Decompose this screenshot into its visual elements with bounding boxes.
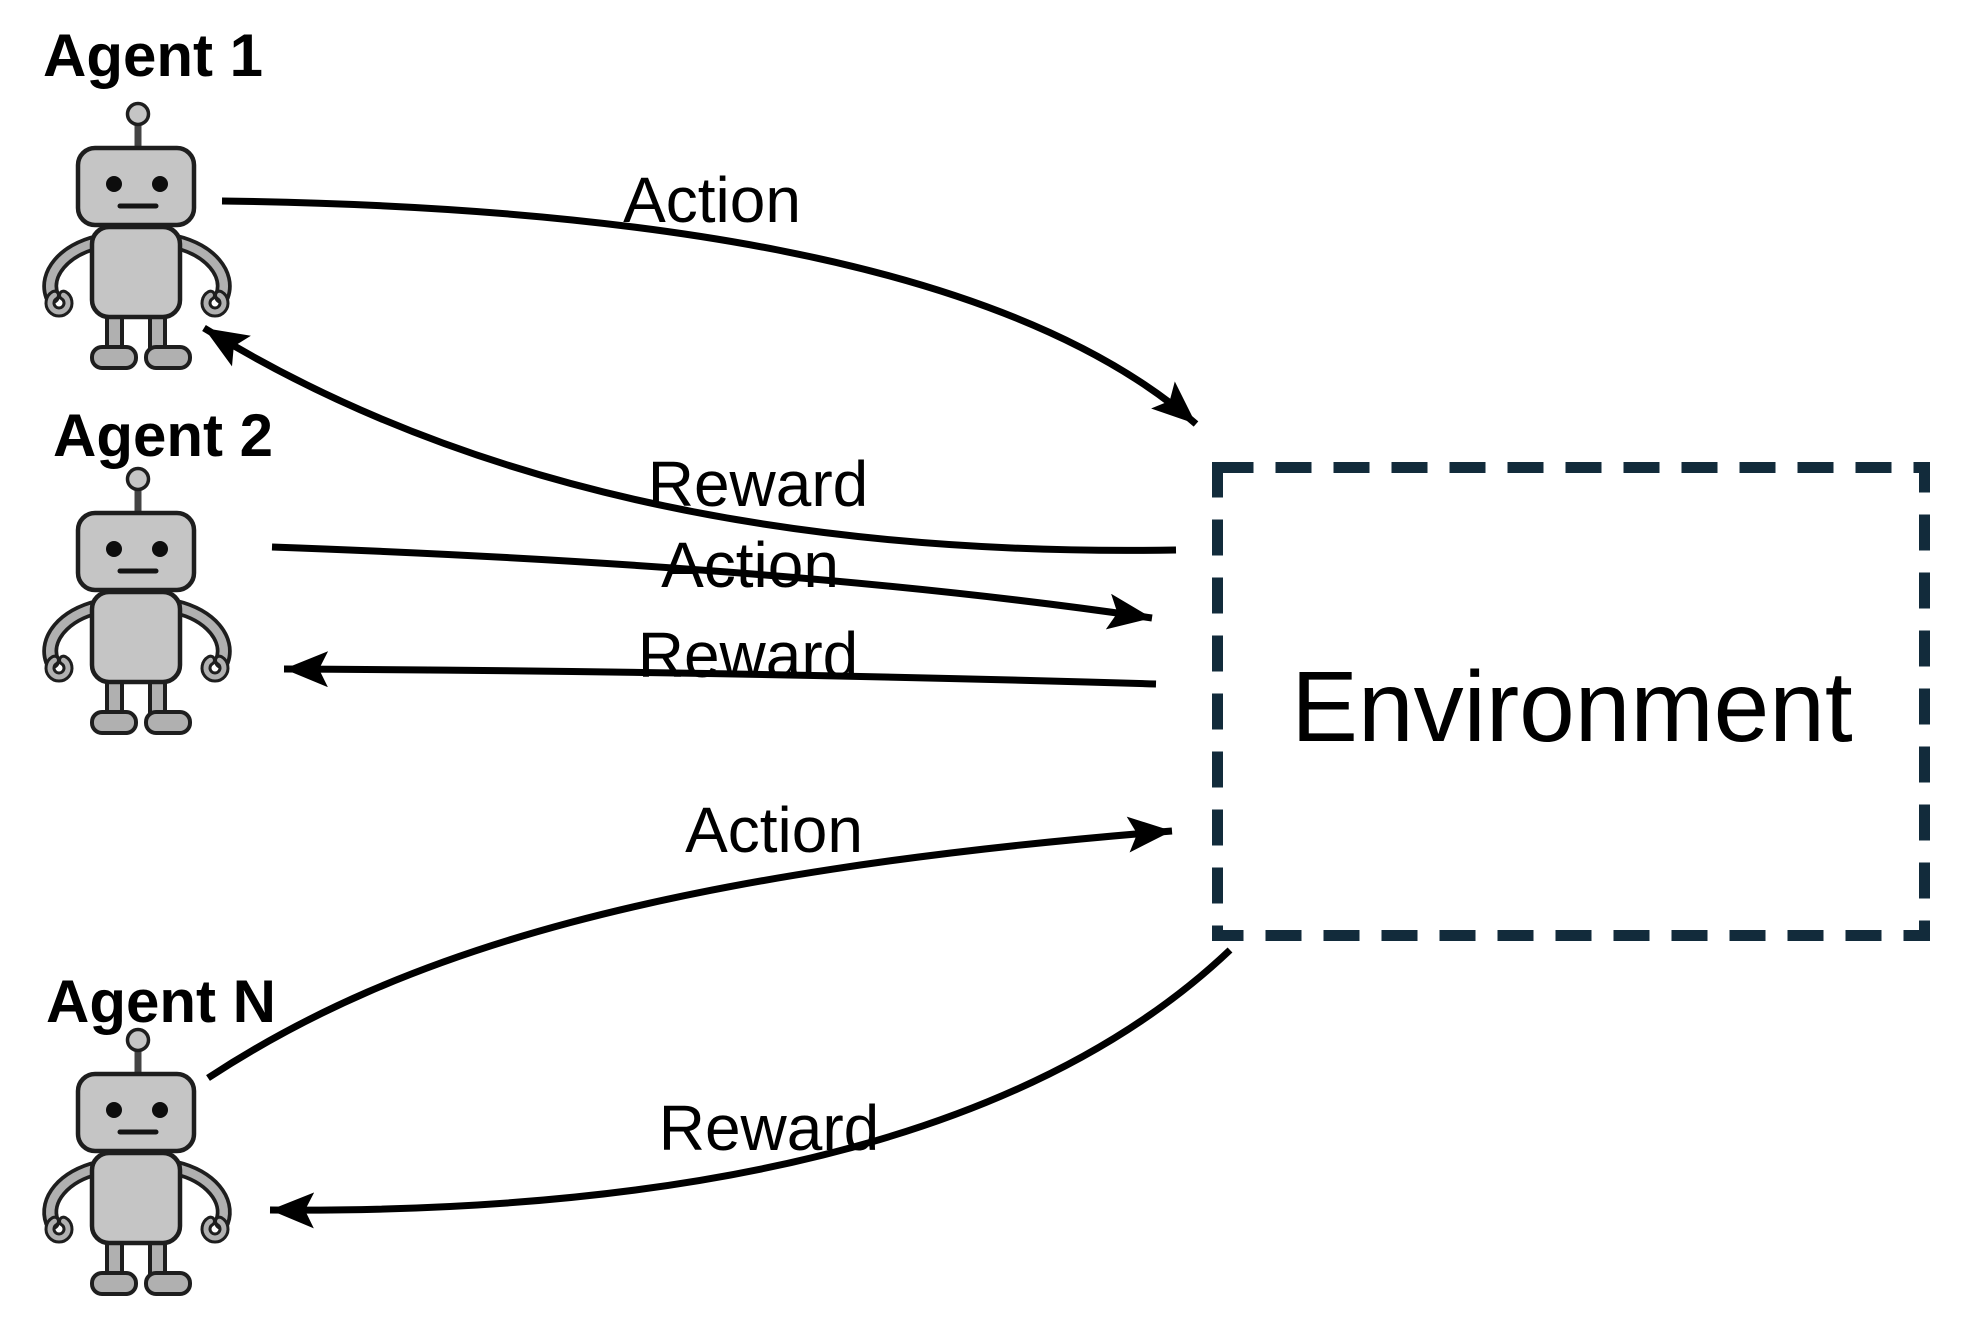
agent1-reward-label: Reward — [648, 448, 869, 520]
robot-icon-agent-1 — [50, 104, 224, 369]
arrow-agent2-reward: Reward — [283, 619, 1157, 691]
agent-1: Agent 1 — [43, 22, 263, 368]
arrow-agentN-reward: Reward — [269, 947, 1233, 1229]
agent2-action-label: Action — [661, 529, 839, 601]
agent-2: Agent 2 — [50, 402, 273, 733]
agent2-action-arrow — [271, 543, 1153, 630]
arrow-agent1-action: Action — [221, 164, 1199, 427]
robot-icon-agent-2 — [50, 469, 224, 734]
agentN-action-arrow — [206, 816, 1173, 1081]
robot-icon-agent-n — [50, 1030, 224, 1295]
agent-1-label: Agent 1 — [43, 22, 263, 89]
agentN-action-label: Action — [685, 794, 863, 866]
environment-label: Environment — [1291, 651, 1853, 763]
environment-box — [1212, 462, 1930, 941]
agent1-action-label: Action — [623, 164, 801, 236]
arrow-agent1-reward: Reward — [202, 325, 1177, 554]
agentN-reward-arrow — [269, 947, 1233, 1229]
agent1-reward-arrow — [202, 325, 1177, 554]
agent1-action-arrow — [221, 197, 1199, 427]
agentN-reward-label: Reward — [659, 1092, 880, 1164]
agent-n: Agent N — [46, 968, 276, 1294]
agent-2-label: Agent 2 — [53, 402, 273, 469]
environment: Environment — [1212, 462, 1930, 941]
agent-n-label: Agent N — [46, 968, 276, 1035]
agent2-reward-arrow — [283, 651, 1157, 688]
arrow-agent2-action: Action — [271, 529, 1153, 630]
arrow-agentN-action: Action — [206, 794, 1173, 1081]
agent2-reward-label: Reward — [638, 619, 859, 691]
